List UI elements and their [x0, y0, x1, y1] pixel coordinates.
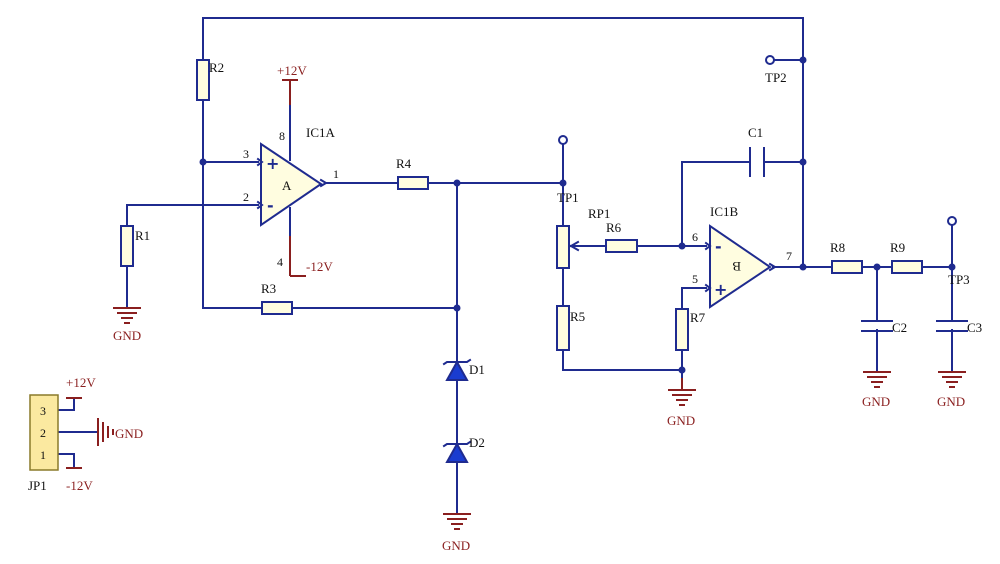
- opamp-ic1a: + - A IC1A 3 2 1 8 4: [243, 125, 339, 269]
- ic1a-vminus-label: -12V: [306, 259, 333, 274]
- gnd-label-d2: GND: [442, 538, 470, 553]
- junction-dot: [453, 179, 461, 187]
- r9-label: R9: [890, 240, 905, 255]
- resistor-r8: R8: [830, 240, 863, 274]
- capacitor-c2: C2: [861, 320, 907, 335]
- jp1-vplus-label: +12V: [66, 375, 96, 390]
- junction-dot: [799, 56, 807, 64]
- jp1-pin3-number: 3: [40, 404, 46, 418]
- tp2-label: TP2: [765, 70, 787, 85]
- jp1-label: JP1: [28, 478, 47, 493]
- r2-label: R2: [209, 60, 224, 75]
- junction-dot: [199, 158, 207, 166]
- resistor-r4: R4: [396, 156, 429, 190]
- r7-label: R7: [690, 310, 706, 325]
- resistor-r1: R1: [120, 225, 150, 267]
- d2-label: D2: [469, 435, 485, 450]
- ground-r1: GND: [113, 307, 141, 343]
- junction-dot: [678, 366, 686, 374]
- ic1a-vplus-supply: +12V: [277, 63, 307, 145]
- ic1a-pin2: 2: [243, 190, 249, 204]
- ic1b-pin7: 7: [786, 249, 792, 263]
- ground-d2: GND: [442, 513, 471, 553]
- resistor-r2: R2: [196, 59, 224, 101]
- potentiometer-rp1: RP1: [556, 206, 610, 269]
- ic1b-pin5: 5: [692, 272, 698, 286]
- r8-label: R8: [830, 240, 845, 255]
- ic1a-minus-sign: -: [267, 196, 274, 215]
- opamp-ic1b: - + B IC1B 6 5 7: [692, 204, 792, 309]
- r5-label: R5: [570, 309, 585, 324]
- tp3-label: TP3: [948, 272, 970, 287]
- ic1b-unit-letter: B: [732, 259, 741, 274]
- gnd-label-c3: GND: [937, 394, 965, 409]
- resistor-r7: R7: [675, 308, 706, 351]
- r6-label: R6: [606, 220, 622, 235]
- junction-dot: [948, 263, 956, 271]
- ic1b-label: IC1B: [710, 204, 739, 219]
- tp1-label: TP1: [557, 190, 579, 205]
- connector-jp1: 3 2 1 JP1 +12V GND -12V: [28, 375, 143, 493]
- ic1a-pin4: 4: [277, 255, 283, 269]
- resistor-r9: R9: [890, 240, 923, 274]
- ic1a-unit-letter: A: [282, 178, 292, 193]
- ground-c3: GND: [937, 371, 966, 409]
- capacitor-c1: C1: [748, 125, 765, 177]
- ic1b-minus-sign: -: [715, 237, 722, 256]
- junction-dot: [873, 263, 881, 271]
- capacitor-c3: C3: [936, 320, 982, 335]
- ic1a-plus-sign: +: [266, 154, 279, 173]
- jp1-pin1-number: 1: [40, 448, 46, 462]
- junction-dot: [453, 304, 461, 312]
- ic1a-pin1: 1: [333, 167, 339, 181]
- junction-dot: [799, 158, 807, 166]
- d1-label: D1: [469, 362, 485, 377]
- resistor-r3: R3: [261, 281, 293, 315]
- testpoint-tp2: TP2: [765, 55, 787, 85]
- zener-diode-d1: D1: [442, 358, 485, 381]
- ic1a-vplus-label: +12V: [277, 63, 307, 78]
- gnd-label-r7: GND: [667, 413, 695, 428]
- wires: [57, 17, 953, 513]
- r3-label: R3: [261, 281, 276, 296]
- resistor-r5: R5: [556, 305, 585, 351]
- zener-diode-d2: D2: [442, 435, 485, 463]
- c1-label: C1: [748, 125, 763, 140]
- testpoint-tp1: TP1: [557, 135, 579, 205]
- r4-label: R4: [396, 156, 412, 171]
- ic1b-pin6: 6: [692, 230, 698, 244]
- ic1a-pin8: 8: [279, 129, 285, 143]
- gnd-label-c2: GND: [862, 394, 890, 409]
- junction-dots: [199, 56, 956, 374]
- ic1a-vminus-supply: -12V: [289, 236, 333, 277]
- ground-r7: GND: [667, 378, 696, 428]
- c2-label: C2: [892, 320, 907, 335]
- resistor-r6: R6: [605, 220, 638, 253]
- testpoint-tp3: TP3: [947, 216, 970, 287]
- jp1-pin2-number: 2: [40, 426, 46, 440]
- ic1b-plus-sign: +: [714, 280, 727, 299]
- rp1-label: RP1: [588, 206, 610, 221]
- jp1-gnd-label: GND: [115, 426, 143, 441]
- junction-dot: [559, 179, 567, 187]
- c3-label: C3: [967, 320, 982, 335]
- junction-dot: [678, 242, 686, 250]
- jp1-vminus-label: -12V: [66, 478, 93, 493]
- junction-dot: [799, 263, 807, 271]
- r1-label: R1: [135, 228, 150, 243]
- ground-c2: GND: [862, 371, 891, 409]
- gnd-label-r1: GND: [113, 328, 141, 343]
- ic1a-pin3: 3: [243, 147, 249, 161]
- ic1a-label: IC1A: [306, 125, 336, 140]
